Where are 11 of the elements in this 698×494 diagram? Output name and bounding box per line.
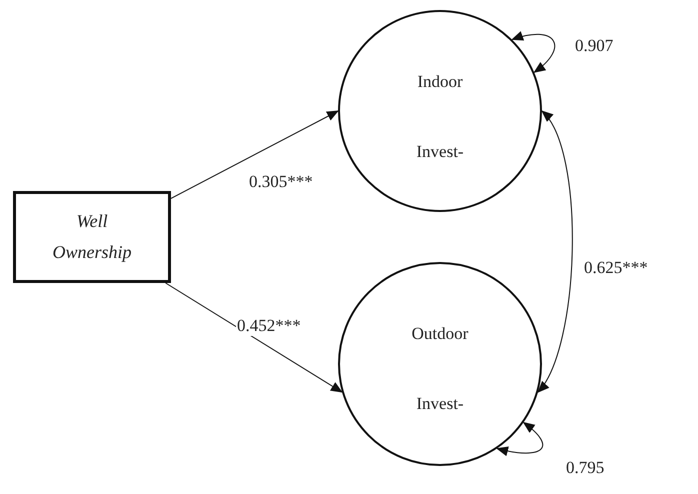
variable-label: Well Ownership: [51, 210, 132, 264]
residual-variance-arrow: [496, 422, 543, 456]
path-arrow: [170, 110, 339, 199]
path-arrow: [165, 282, 343, 393]
covariance-arrow: [537, 110, 573, 393]
variable-label: Outdoor: [410, 324, 470, 344]
residual-variance-arrow: [511, 32, 556, 73]
variable-label: Indoor: [416, 72, 464, 92]
variable-sublabel: Invest-: [415, 394, 465, 414]
variable-sublabel: Invest-: [415, 142, 465, 162]
observed-variable-box: [13, 191, 171, 283]
